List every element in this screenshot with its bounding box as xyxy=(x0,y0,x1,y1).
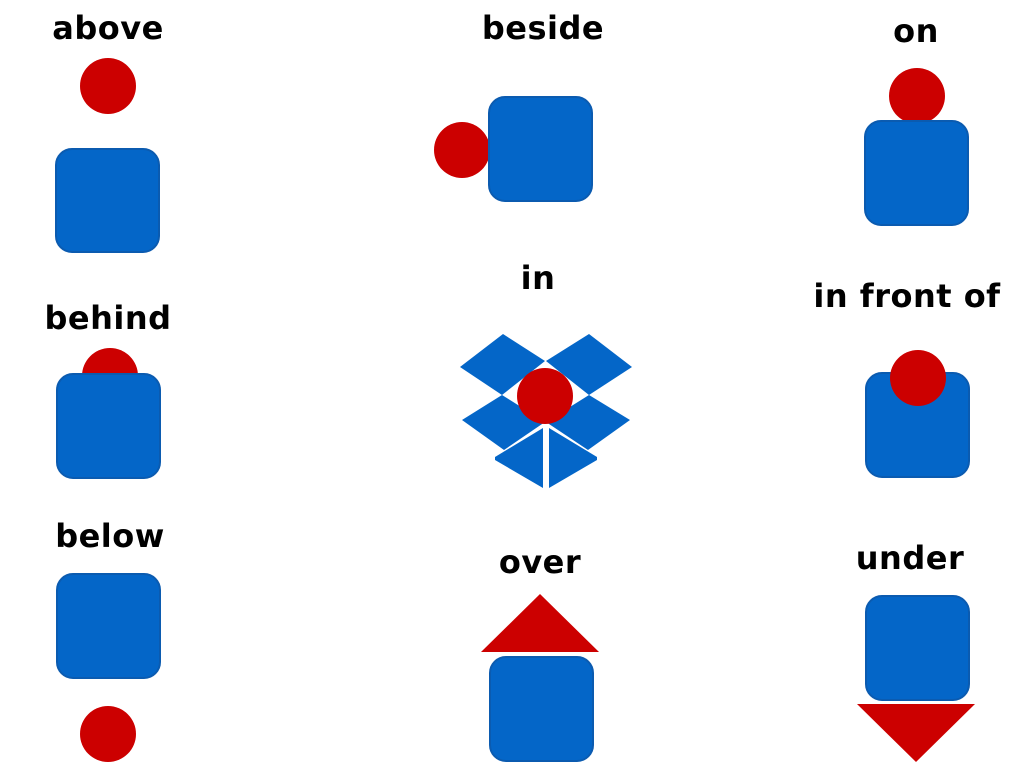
ball-in-front-of xyxy=(890,350,946,406)
panel-behind xyxy=(56,348,161,479)
panel-under xyxy=(857,595,975,762)
panel-in xyxy=(460,334,632,488)
triangle-over xyxy=(481,594,599,652)
label-in-front-of: in front of xyxy=(813,277,1001,315)
box-flap-top-right xyxy=(546,334,632,395)
box-icon xyxy=(460,334,632,488)
ball-on xyxy=(889,68,945,124)
square-beside xyxy=(488,96,593,202)
square-under xyxy=(865,595,970,701)
panel-above xyxy=(55,58,160,253)
panel-in-front-of xyxy=(865,350,970,478)
panel-beside xyxy=(434,96,593,202)
box-body-left xyxy=(495,428,543,488)
triangle-under xyxy=(857,704,975,762)
label-beside: beside xyxy=(481,9,605,47)
panel-on xyxy=(864,68,969,226)
ball-beside xyxy=(434,122,490,178)
panel-over xyxy=(481,594,599,762)
ball-in xyxy=(517,368,573,424)
square-below xyxy=(56,573,161,679)
square-behind xyxy=(56,373,161,479)
label-under: under xyxy=(855,539,965,577)
label-on: on xyxy=(893,12,939,50)
square-on xyxy=(864,120,969,226)
label-above: above xyxy=(52,9,164,47)
label-below: below xyxy=(55,517,165,555)
panel-below xyxy=(56,573,161,762)
box-flap-lower-right xyxy=(546,395,630,450)
label-over: over xyxy=(498,543,582,581)
label-in: in xyxy=(520,259,556,297)
box-body-right xyxy=(549,428,597,488)
square-over xyxy=(489,656,594,762)
square-above xyxy=(55,148,160,253)
box-flap-lower-left xyxy=(462,395,545,450)
box-flap-top-left xyxy=(460,334,545,395)
ball-above xyxy=(80,58,136,114)
ball-below xyxy=(80,706,136,762)
label-behind: behind xyxy=(44,299,172,337)
